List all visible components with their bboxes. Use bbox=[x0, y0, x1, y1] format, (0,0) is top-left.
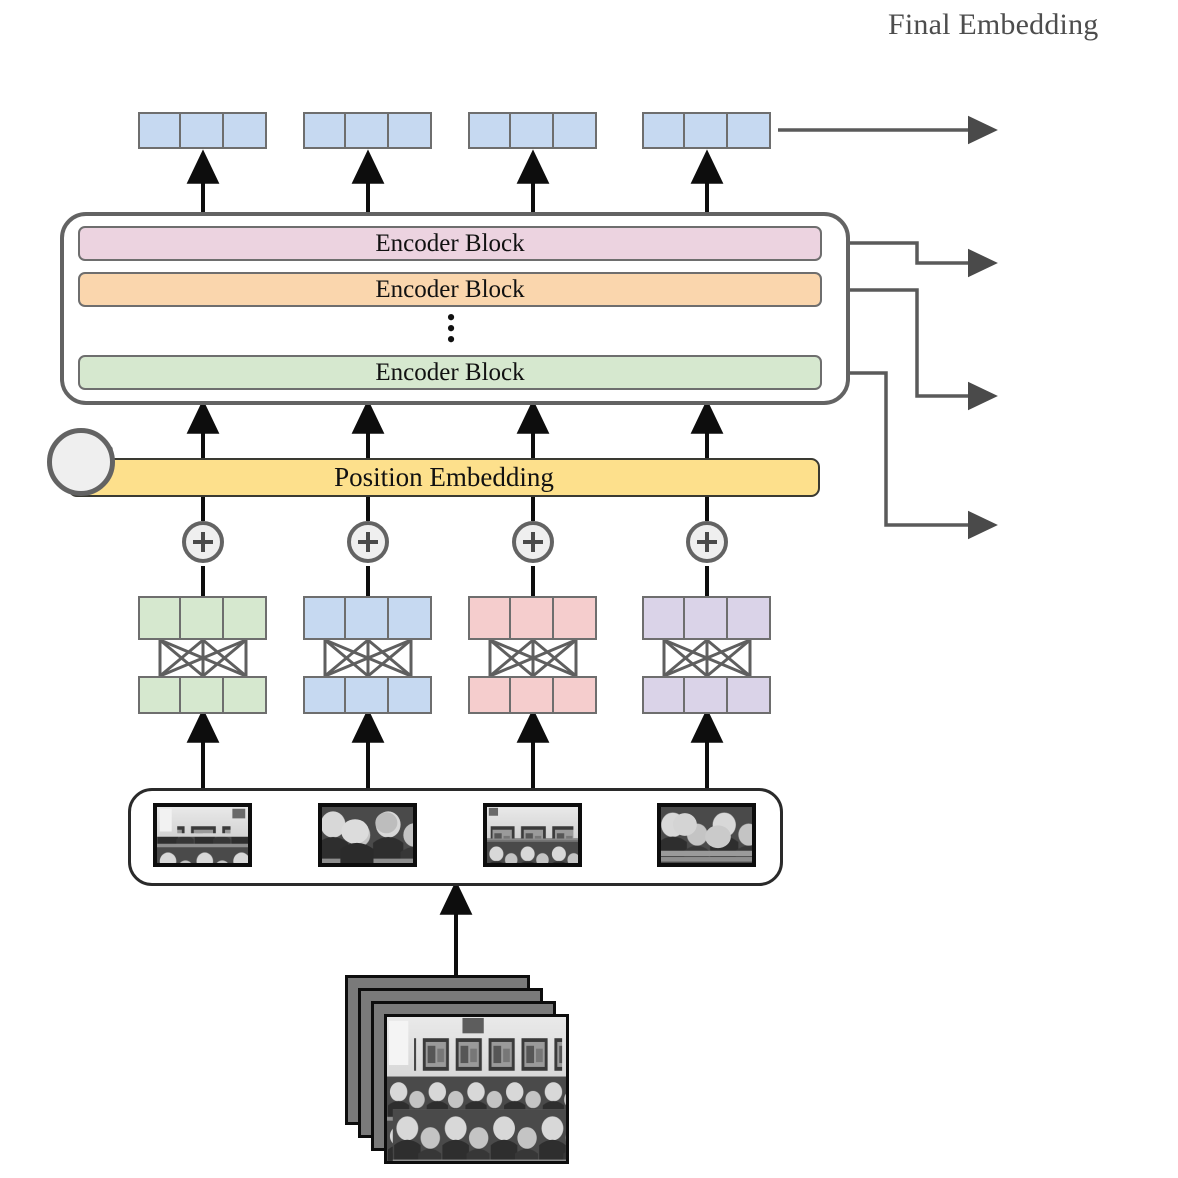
token-cell bbox=[511, 112, 554, 149]
embed-cell bbox=[728, 596, 771, 640]
patch-embedding-4-bottom bbox=[642, 676, 771, 714]
embed-cell bbox=[468, 596, 511, 640]
image-patch-4 bbox=[657, 803, 756, 867]
token-cell bbox=[389, 112, 432, 149]
embed-cell bbox=[554, 596, 597, 640]
embed-cell bbox=[511, 676, 554, 714]
image-patch-3 bbox=[483, 803, 582, 867]
output-token-3 bbox=[468, 112, 597, 149]
encoder-block-1[interactable]: Encoder Block bbox=[78, 226, 822, 261]
output-token-2 bbox=[303, 112, 432, 149]
embed-cell bbox=[181, 596, 224, 640]
add-node-3 bbox=[512, 521, 554, 563]
token-cell bbox=[728, 112, 771, 149]
embed-cell bbox=[303, 676, 346, 714]
embed-cell bbox=[685, 596, 728, 640]
embed-cell bbox=[224, 596, 267, 640]
token-cell bbox=[346, 112, 389, 149]
embed-cell bbox=[554, 676, 597, 714]
embed-cell bbox=[224, 676, 267, 714]
embed-cell bbox=[346, 676, 389, 714]
input-image-stack-layer-1 bbox=[384, 1014, 569, 1164]
sine-wave-icon bbox=[47, 428, 115, 496]
add-node-4 bbox=[686, 521, 728, 563]
embed-cell bbox=[642, 676, 685, 714]
patch-embedding-1-bottom bbox=[138, 676, 267, 714]
encoder-block-2[interactable]: Encoder Block bbox=[78, 272, 822, 307]
patch-embedding-2-top bbox=[303, 596, 432, 640]
position-embedding-bar[interactable]: Position Embedding bbox=[68, 458, 820, 497]
embed-cell bbox=[728, 676, 771, 714]
output-token-1 bbox=[138, 112, 267, 149]
add-node-2 bbox=[347, 521, 389, 563]
token-cell bbox=[554, 112, 597, 149]
embed-cell bbox=[685, 676, 728, 714]
token-cell bbox=[303, 112, 346, 149]
patch-embedding-3-top bbox=[468, 596, 597, 640]
token-cell bbox=[224, 112, 267, 149]
output-token-4 bbox=[642, 112, 771, 149]
embed-cell bbox=[303, 596, 346, 640]
patch-embedding-1-top bbox=[138, 596, 267, 640]
image-patch-2 bbox=[318, 803, 417, 867]
page-title: Final Embedding bbox=[888, 8, 1099, 41]
embed-cell bbox=[181, 676, 224, 714]
add-node-1 bbox=[182, 521, 224, 563]
embed-cell bbox=[346, 596, 389, 640]
token-cell bbox=[181, 112, 224, 149]
token-cell bbox=[642, 112, 685, 149]
token-cell bbox=[685, 112, 728, 149]
token-cell bbox=[138, 112, 181, 149]
embed-cell bbox=[138, 676, 181, 714]
patch-embedding-4-top bbox=[642, 596, 771, 640]
embed-cell bbox=[389, 676, 432, 714]
embed-cell bbox=[642, 596, 685, 640]
encoder-block-3[interactable]: Encoder Block bbox=[78, 355, 822, 390]
patch-embedding-2-bottom bbox=[303, 676, 432, 714]
embed-cell bbox=[389, 596, 432, 640]
embed-cell bbox=[138, 596, 181, 640]
patch-embedding-3-bottom bbox=[468, 676, 597, 714]
embed-cell bbox=[511, 596, 554, 640]
image-patch-1 bbox=[153, 803, 252, 867]
token-cell bbox=[468, 112, 511, 149]
embed-cell bbox=[468, 676, 511, 714]
encoder-ellipsis: ••• bbox=[446, 303, 456, 354]
